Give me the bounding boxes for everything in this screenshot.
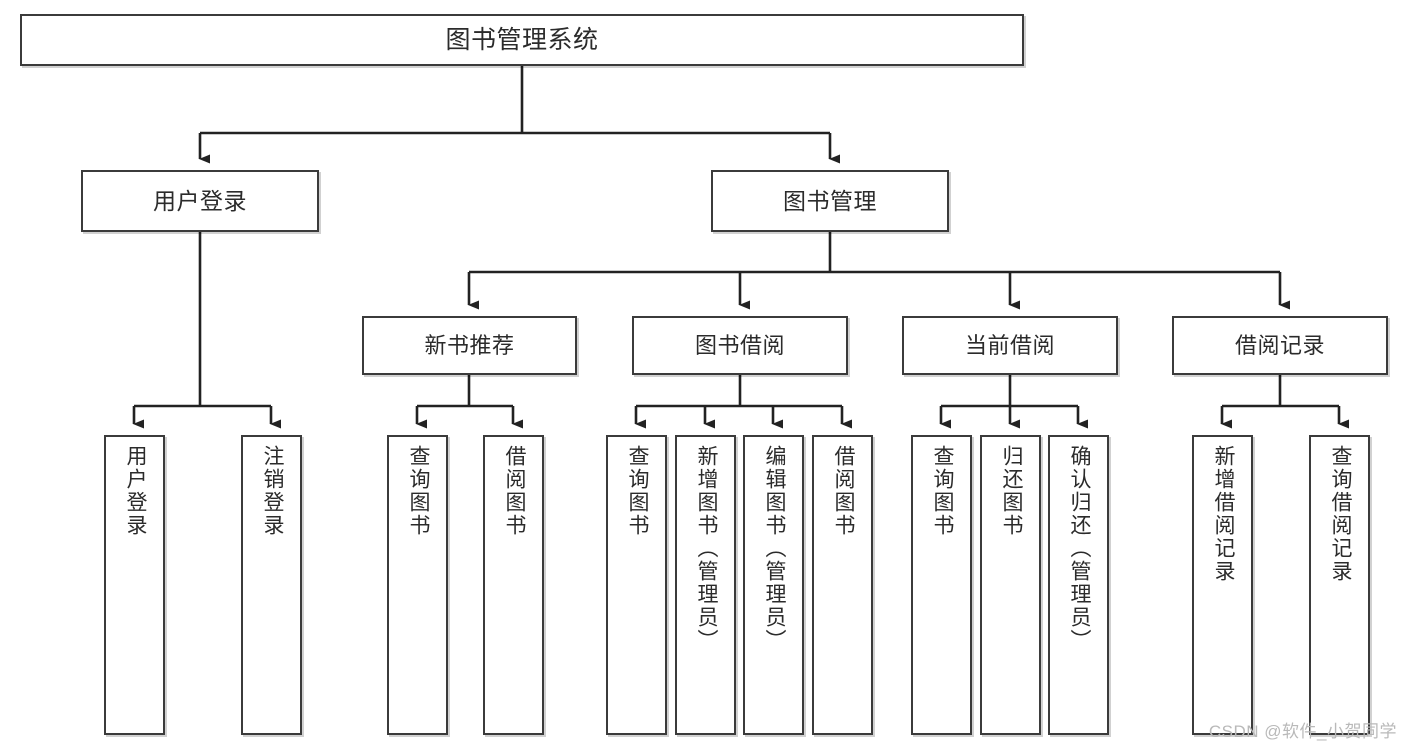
node-label: 归还图书 [999, 445, 1023, 537]
node-label: 当前借阅 [964, 332, 1055, 358]
leaf-current-borrow-confirm-return-admin[interactable]: 确认归还（管理员） [1048, 435, 1109, 735]
node-label: 新书推荐 [424, 332, 515, 358]
node-label: 借阅图书 [502, 445, 526, 537]
node-label: 用户登录 [153, 187, 247, 214]
node-label: 编辑图书（管理员） [762, 445, 786, 652]
node-label: 查询图书 [406, 445, 430, 537]
node-label: 借阅图书 [831, 445, 855, 537]
node-user-login[interactable]: 用户登录 [81, 170, 319, 232]
node-book-borrow[interactable]: 图书借阅 [632, 316, 848, 375]
leaf-new-book-borrow-book[interactable]: 借阅图书 [483, 435, 544, 735]
leaf-borrow-record-add-record[interactable]: 新增借阅记录 [1192, 435, 1253, 735]
node-label: 新增借阅记录 [1211, 445, 1235, 583]
node-label: 注销登录 [260, 445, 284, 537]
node-current-borrow[interactable]: 当前借阅 [902, 316, 1118, 375]
leaf-current-borrow-query-book[interactable]: 查询图书 [911, 435, 972, 735]
node-label: 查询图书 [930, 445, 954, 537]
leaf-book-borrow-edit-book-admin[interactable]: 编辑图书（管理员） [743, 435, 804, 735]
leaf-new-book-query-book[interactable]: 查询图书 [387, 435, 448, 735]
node-label: 借阅记录 [1234, 332, 1325, 358]
node-label: 图书借阅 [694, 332, 785, 358]
node-label: 确认归还（管理员） [1067, 445, 1091, 652]
node-label: 查询图书 [625, 445, 649, 537]
leaf-current-borrow-return-book[interactable]: 归还图书 [980, 435, 1041, 735]
watermark-text: CSDN @软件_小贺同学 [1208, 722, 1397, 741]
node-new-book-recommend[interactable]: 新书推荐 [362, 316, 577, 375]
node-root-book-management-system[interactable]: 图书管理系统 [20, 14, 1024, 66]
node-borrow-record[interactable]: 借阅记录 [1172, 316, 1388, 375]
leaf-user-login-logout[interactable]: 注销登录 [241, 435, 302, 735]
leaf-book-borrow-query-book[interactable]: 查询图书 [606, 435, 667, 735]
leaf-book-borrow-borrow-book[interactable]: 借阅图书 [812, 435, 873, 735]
node-label: 查询借阅记录 [1328, 445, 1352, 583]
node-label: 新增图书（管理员） [694, 445, 718, 652]
node-label: 图书管理系统 [445, 25, 599, 54]
leaf-borrow-record-query-record[interactable]: 查询借阅记录 [1309, 435, 1370, 735]
leaf-user-login-login[interactable]: 用户登录 [104, 435, 165, 735]
node-label: 图书管理 [783, 187, 877, 214]
node-label: 用户登录 [123, 445, 147, 537]
leaf-book-borrow-add-book-admin[interactable]: 新增图书（管理员） [675, 435, 736, 735]
node-book-management[interactable]: 图书管理 [711, 170, 949, 232]
